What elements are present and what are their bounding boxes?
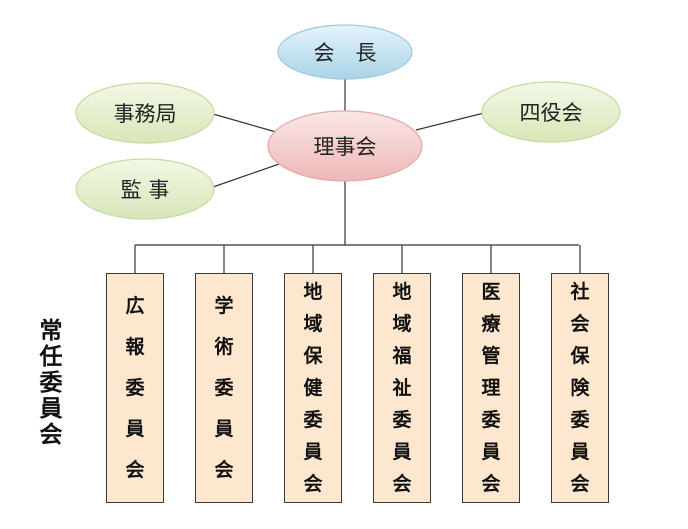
secretariat-board-line [212, 113, 277, 133]
committee-name: 広報委員会 [125, 294, 145, 481]
auditor-label: 監 事 [121, 178, 170, 202]
board-node: 理事会 [267, 110, 423, 182]
secretariat-oval [75, 82, 215, 144]
connector-lines [134, 78, 581, 273]
auditor-board-line [212, 162, 283, 188]
four-officers-node: 四役会 [481, 81, 621, 143]
board-label: 理事会 [314, 135, 377, 159]
four-officers-label: 四役会 [520, 101, 583, 125]
auditor-node: 監 事 [75, 158, 215, 220]
committee-name: 医療管理委員会 [481, 281, 501, 495]
committee-name: 学術委員会 [214, 294, 234, 481]
chairman-oval [277, 24, 413, 80]
committee-box: 社会保険委員会 [551, 273, 609, 503]
standing-committees-label: 常任委員会 [39, 318, 63, 448]
secretariat-node: 事務局 [75, 82, 215, 144]
board-oval [267, 110, 423, 182]
committee-box: 地域保健委員会 [284, 273, 342, 503]
committee-box: 地域福祉委員会 [373, 273, 431, 503]
committee-name: 社会保険委員会 [570, 281, 590, 495]
chairman-label: 会 長 [314, 41, 377, 65]
committee-box: 学術委員会 [195, 273, 253, 503]
committee-box: 広報委員会 [106, 273, 164, 503]
four-officers-oval [481, 81, 621, 143]
committee-name: 地域保健委員会 [303, 281, 323, 495]
chairman-node: 会 長 [277, 24, 413, 80]
committee-name: 地域福祉委員会 [392, 281, 412, 495]
auditor-oval [75, 158, 215, 220]
secretariat-label: 事務局 [114, 102, 177, 126]
four-officers-board-line [415, 112, 485, 131]
committee-box: 医療管理委員会 [462, 273, 520, 503]
